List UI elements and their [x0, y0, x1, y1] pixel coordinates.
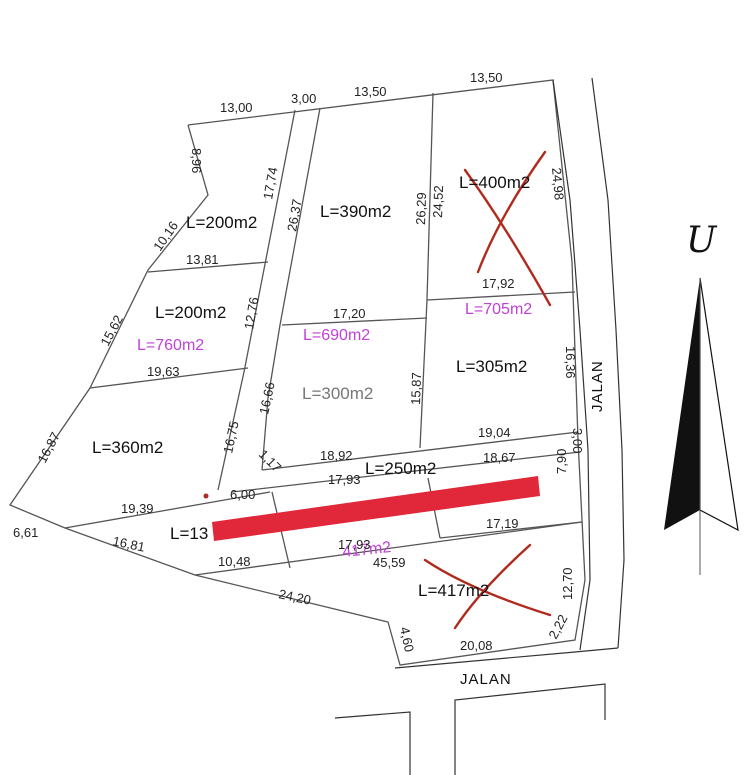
- strip-top-line: [261, 431, 579, 471]
- measurement-label: 45,59: [373, 555, 406, 570]
- measurement-label: 3,00: [291, 91, 316, 106]
- lot-label: L=200m2: [155, 303, 226, 322]
- red-dot: [203, 493, 209, 499]
- measurement-label: 6,61: [13, 525, 38, 540]
- measurement-label: 16,81: [111, 533, 146, 554]
- measurement-label: 17,74: [260, 166, 280, 201]
- divider-13-81: [147, 261, 269, 273]
- lot-label: L=390m2: [320, 202, 391, 221]
- measurement-label: 19,63: [147, 364, 180, 379]
- measurement-label: 16,87: [34, 430, 63, 466]
- outer-boundary: [9, 79, 586, 666]
- measurement-label: 15,87: [408, 372, 424, 405]
- measurement-label: 2,22: [545, 612, 570, 641]
- measurement-label: 12,70: [560, 567, 575, 600]
- divider-45-59: [194, 521, 583, 576]
- measurement-label: 18,92: [320, 448, 353, 463]
- divider-19-63: [89, 367, 249, 389]
- lot-label: L=400m2: [459, 173, 530, 192]
- lot-label: L=300m2: [302, 384, 373, 403]
- measurement-label: 3,00: [570, 428, 585, 453]
- measurement-label: 18,67: [483, 450, 516, 465]
- measurement-label: 16,36: [563, 346, 578, 379]
- south-road-edge-lower: [334, 711, 411, 775]
- east-road-edge-outer: [591, 77, 625, 649]
- measurement-label: 17,93: [328, 472, 361, 487]
- measurement-label: 15,62: [97, 313, 126, 349]
- cross-mark-top-right: [463, 150, 552, 307]
- measurement-label: 13,00: [220, 100, 253, 115]
- divider-17-92: [426, 291, 576, 301]
- measurement-label: 1,17: [256, 447, 285, 476]
- lot-label: L=417m2: [418, 581, 489, 600]
- measurement-label: 17,20: [333, 306, 366, 321]
- lot-label: L=305m2: [456, 357, 527, 376]
- combined-area-note: L=690m2: [303, 327, 370, 344]
- measurement-label: 8,96: [189, 148, 204, 173]
- lot-label: L=13: [170, 524, 208, 543]
- measurement-label: 13,50: [354, 84, 387, 99]
- measurement-label: 24,98: [549, 167, 567, 201]
- highlight-bar: [212, 476, 540, 541]
- roads: [334, 77, 625, 775]
- measurement-label: 19,04: [478, 425, 511, 440]
- measurements: 13,00 3,00 13,50 13,50 8,96 17,74 26,37 …: [13, 70, 585, 653]
- measurement-label: 6,00: [230, 487, 255, 502]
- measurement-label: 13,81: [186, 252, 219, 267]
- measurement-label: 24,52: [430, 185, 446, 218]
- measurement-label: 17,19: [486, 516, 519, 531]
- lot-label: L=360m2: [92, 438, 163, 457]
- cross-mark-bottom-right: [423, 543, 552, 630]
- measurement-label: 13,50: [470, 70, 503, 85]
- measurement-label: 7,90: [554, 449, 569, 474]
- combined-area-note: L=760m2: [137, 337, 204, 354]
- measurement-label: 19,39: [121, 501, 154, 516]
- measurement-label: 10,16: [150, 218, 181, 253]
- lane-line-right: [261, 107, 321, 471]
- measurement-label: 26,29: [413, 192, 429, 225]
- north-label: U: [686, 220, 718, 261]
- divider-17-20: [281, 317, 428, 326]
- measurement-label: 24,20: [277, 586, 312, 607]
- strip-bottom-line: [231, 451, 581, 493]
- measurement-label: 17,92: [482, 276, 515, 291]
- south-road-edge-upper: [394, 647, 619, 669]
- road-label-east: JALAN: [589, 360, 606, 412]
- measurement-label: 12,76: [241, 296, 261, 331]
- combined-area-note: L=705m2: [465, 301, 532, 318]
- measurement-label: 4,60: [397, 626, 417, 654]
- measurement-label: 16,66: [256, 381, 277, 416]
- measurement-label: 20,08: [460, 638, 493, 653]
- north-arrow-icon: [664, 277, 739, 575]
- combined-area-note: 417m2: [342, 539, 393, 561]
- divider-19-39: [64, 491, 271, 529]
- east-road-edge-inner: [552, 79, 591, 651]
- lane-line-left: [217, 109, 296, 491]
- measurement-label: 17,93: [338, 537, 371, 552]
- lot-label: L=200m2: [186, 213, 257, 232]
- measurement-label: 10,48: [218, 554, 251, 569]
- road-label-south: JALAN: [460, 671, 512, 688]
- measurement-label: 26,37: [284, 198, 304, 233]
- south-road-edge-lower-right: [454, 683, 606, 775]
- measurement-label: 16,75: [220, 420, 241, 455]
- lot-label: L=250m2: [365, 459, 436, 478]
